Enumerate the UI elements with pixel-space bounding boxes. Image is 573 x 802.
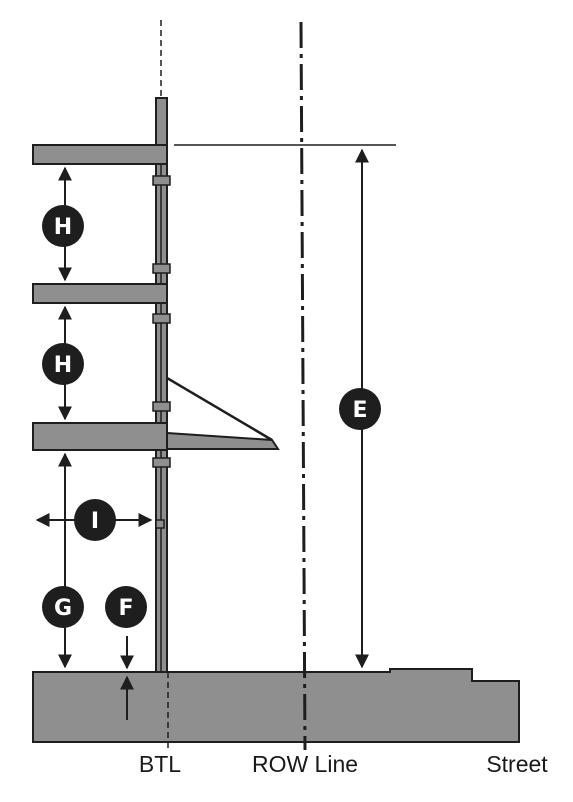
street-label: Street (486, 751, 548, 777)
wall-joint (152, 457, 171, 468)
canopy-brace (166, 376, 273, 442)
wall-joint (152, 175, 171, 186)
svg-text:F: F (118, 596, 133, 621)
ground-slab (32, 668, 520, 743)
svg-text:H: H (54, 353, 72, 378)
wall-joint (152, 401, 171, 412)
btl-label: BTL (139, 751, 181, 777)
badge-h-upper: H (42, 205, 84, 247)
svg-text:G: G (54, 596, 72, 621)
floor-slab-top (32, 144, 168, 165)
wall-joint (155, 519, 165, 529)
row-line (299, 21, 307, 751)
floor-slab-middle (32, 283, 168, 304)
floor-slab-lower (32, 422, 168, 451)
canopy-projection (166, 431, 280, 450)
badge-h-lower: H (42, 343, 84, 385)
svg-text:E: E (352, 398, 367, 423)
badge-i: I (74, 499, 116, 541)
badge-f: F (105, 586, 147, 628)
wall-joint (152, 263, 171, 274)
svg-text:I: I (91, 509, 99, 534)
svg-text:H: H (54, 215, 72, 240)
wall-joint (152, 313, 171, 324)
badge-g: G (42, 586, 84, 628)
row-line-label: ROW Line (252, 751, 358, 777)
badge-e: E (339, 388, 381, 430)
